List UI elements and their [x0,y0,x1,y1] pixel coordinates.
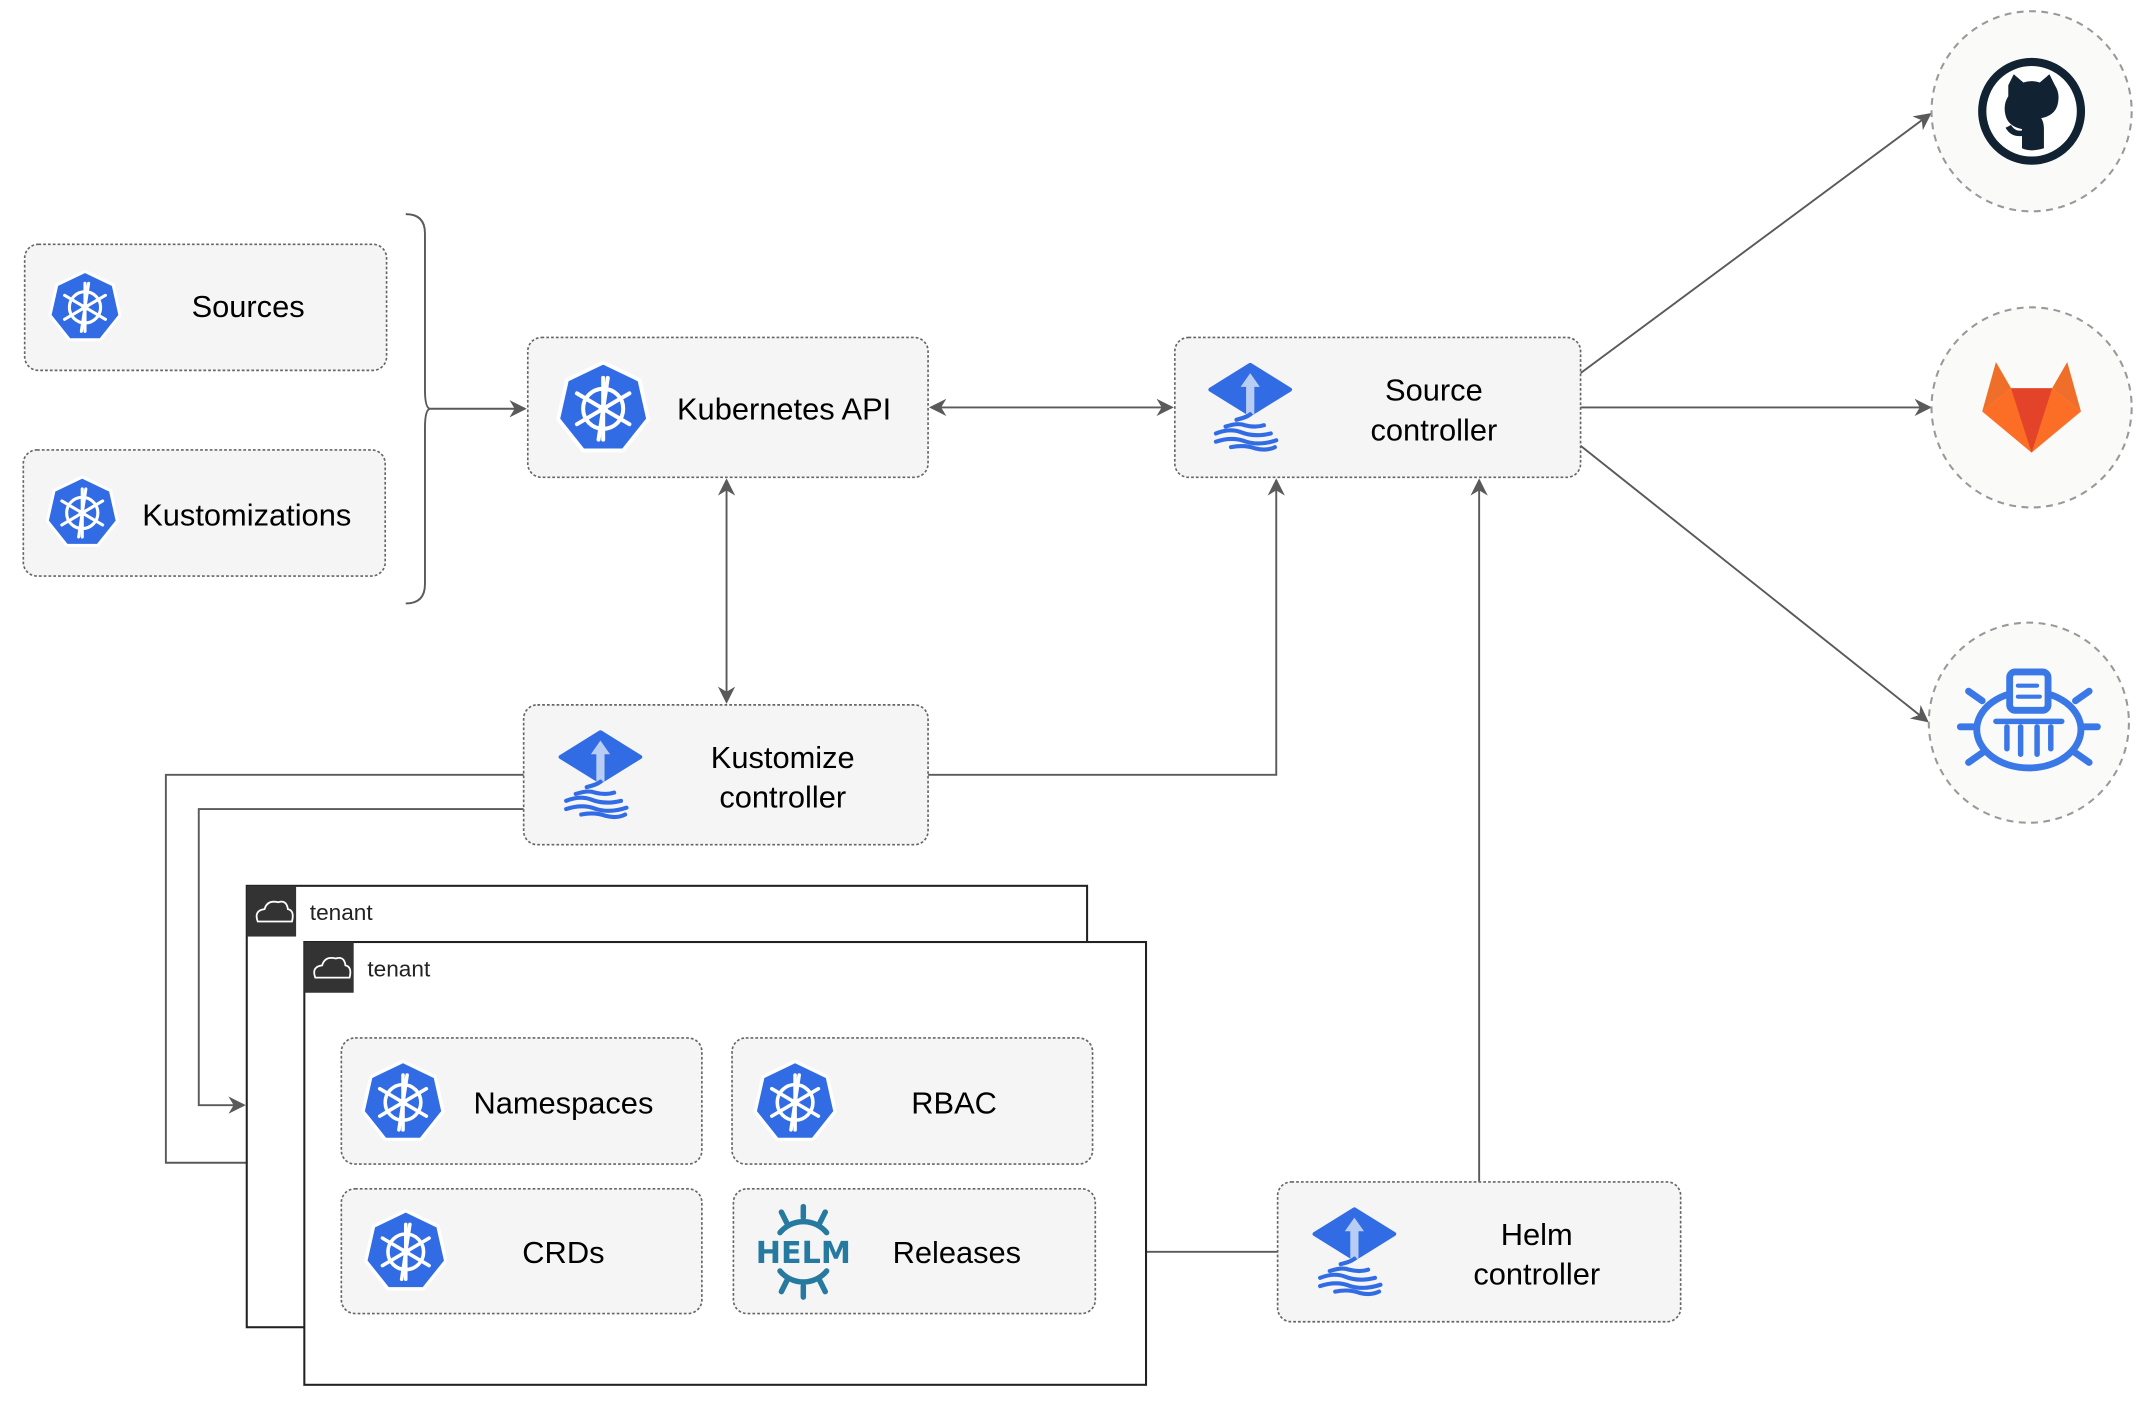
node-label: Helm [1501,1217,1573,1252]
kubernetes-icon [48,269,122,342]
node-sources[interactable]: Sources [23,243,388,372]
brace-connector [405,213,431,605]
node-label: Releases [893,1235,1022,1270]
node-source-controller[interactable]: Source controller [1173,336,1582,479]
cloud-icon [313,956,352,979]
node-namespaces[interactable]: Namespaces [340,1037,703,1165]
edge-kustomize-to-source [928,478,1285,776]
node-label: controller [1473,1257,1600,1292]
edge-kustomize-to-tenant-back [197,808,524,1114]
node-releases[interactable]: HELM Releases [732,1187,1097,1315]
node-kustomizations[interactable]: Kustomizations [22,449,387,577]
node-label: Kustomizations [142,497,351,532]
node-label: Source [1385,373,1483,408]
node-crds[interactable]: CRDs [340,1187,703,1315]
tenant-label: tenant [310,900,374,925]
kubernetes-icon [363,1208,448,1291]
helm-icon [777,1203,830,1300]
node-label: controller [1371,412,1498,447]
github-icon [1978,57,2086,165]
tenant-label: tenant [367,956,431,981]
node-label: Kustomize [711,740,855,775]
node-helm-controller[interactable]: Helm controller [1276,1181,1682,1323]
node-label: Namespaces [473,1085,653,1120]
cloud-icon [255,900,294,923]
bucket-icon [1956,668,2101,772]
node-label: Sources [192,289,305,324]
helm-logo-text: HELM [756,1236,851,1271]
kubernetes-icon [361,1059,445,1142]
edge-kustomize-to-tenant-front [164,773,524,1172]
node-kubernetes-api[interactable]: Kubernetes API [526,336,929,479]
edge-source-to-github [1580,113,1932,374]
node-label: controller [719,780,846,815]
gitlab-node[interactable] [1930,306,2133,509]
node-label: CRDs [522,1235,604,1270]
node-kustomize-controller[interactable]: Kustomize controller [522,704,929,846]
tenant-front[interactable]: tenant Namespaces RBAC CRDs HELM Re [303,940,1148,1386]
bucket-node[interactable] [1927,621,2130,824]
github-node[interactable] [1930,10,2133,213]
kubernetes-icon [753,1059,837,1142]
node-label: Kubernetes API [677,392,891,427]
node-rbac[interactable]: RBAC [731,1037,1094,1165]
kubernetes-icon [558,363,648,451]
edge-source-to-bucket [1579,445,1929,723]
kubernetes-icon [45,475,119,547]
node-label: RBAC [911,1085,997,1120]
gitlab-icon [1982,362,2081,453]
